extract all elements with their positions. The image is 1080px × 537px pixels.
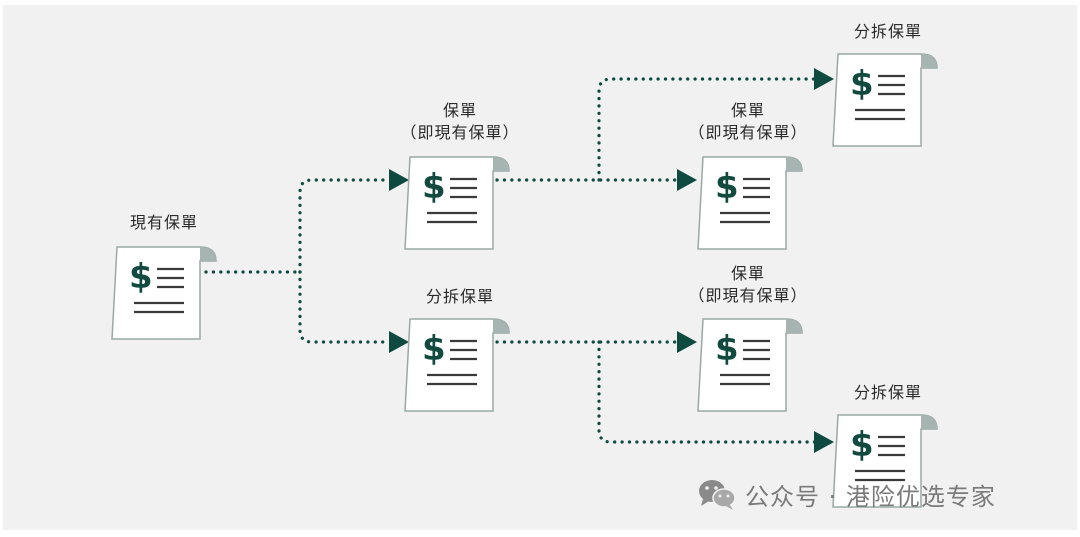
connector-branch-to-policy-mid: [298, 178, 391, 274]
arrowhead-split-mid: [389, 331, 409, 353]
label-bottom-split: 分拆保單: [808, 382, 968, 404]
arrowhead-bottom-split: [814, 431, 834, 453]
label-bottom-split-title: 分拆保單: [853, 383, 922, 402]
arrowhead-top-policy: [677, 169, 697, 191]
label-top-policy-title: 保單: [730, 101, 765, 120]
wechat-icon: [699, 480, 736, 510]
label-policy-mid-subtitle: （即現有保單）: [400, 123, 520, 142]
label-root: 現有保單: [112, 212, 216, 234]
label-top-split-title: 分拆保單: [853, 22, 922, 41]
label-root-title: 現有保單: [129, 213, 198, 232]
connector-branch-to-split-mid: [298, 270, 391, 344]
label-bottom-policy: 保單 （即現有保單）: [668, 263, 828, 307]
watermark: 公众号 · 港险优选专家: [697, 476, 996, 512]
label-bottom-policy-title: 保單: [730, 264, 765, 283]
policy-document-icon-root: [110, 245, 218, 341]
label-policy-mid-title: 保單: [442, 101, 477, 120]
label-top-policy: 保單 （即現有保單）: [668, 100, 828, 144]
arrowhead-bottom-policy: [677, 331, 697, 353]
policy-document-icon-bottom-policy: [696, 317, 804, 413]
label-bottom-policy-subtitle: （即現有保單）: [688, 286, 808, 305]
arrowhead-top-split: [814, 68, 834, 90]
label-policy-mid: 保單 （即現有保單）: [380, 100, 540, 144]
arrowheads: [389, 68, 834, 453]
label-split-mid: 分拆保單: [380, 286, 540, 308]
label-top-policy-subtitle: （即現有保單）: [688, 123, 808, 142]
watermark-text: 公众号 · 港险优选专家: [745, 482, 996, 511]
label-top-split: 分拆保單: [808, 21, 968, 43]
arrowhead-policy-mid: [389, 169, 409, 191]
connector-to-top-split: [597, 77, 817, 182]
connector-lines: [204, 77, 817, 444]
policy-document-icon-top-split: [831, 52, 939, 148]
policy-document-icon-split-mid: [403, 317, 511, 413]
connector-to-bottom-split: [597, 340, 817, 444]
policy-document-icon-policy-mid: [403, 155, 511, 251]
policy-document-icon-top-policy: [696, 155, 804, 251]
label-split-mid-title: 分拆保單: [425, 287, 494, 306]
